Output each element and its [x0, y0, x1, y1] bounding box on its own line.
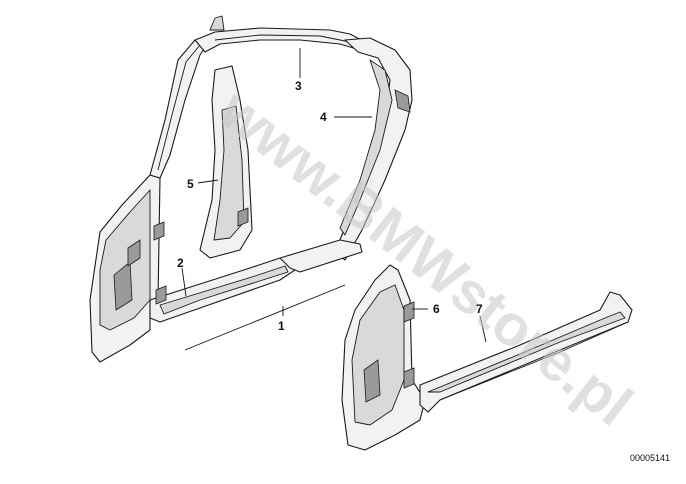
- leader-2: [181, 267, 187, 297]
- callout-6: 6: [433, 302, 440, 316]
- leader-5: [197, 179, 219, 184]
- callout-labels: 1 2 3 4 5 6 7: [177, 79, 483, 333]
- callout-3: 3: [295, 79, 302, 93]
- document-number: 00005141: [630, 453, 670, 463]
- leader-7: [479, 315, 487, 343]
- leader-1: [184, 284, 346, 351]
- callout-4: 4: [320, 110, 327, 124]
- callout-2: 2: [177, 256, 184, 270]
- a-pillar: [149, 39, 211, 179]
- callout-5: 5: [187, 177, 194, 191]
- leader-lines: [181, 48, 487, 351]
- side-frame-assembly: [89, 15, 413, 363]
- callout-7: 7: [476, 302, 483, 316]
- rear-panel-assembly: [341, 264, 633, 451]
- callout-1: 1: [278, 319, 285, 333]
